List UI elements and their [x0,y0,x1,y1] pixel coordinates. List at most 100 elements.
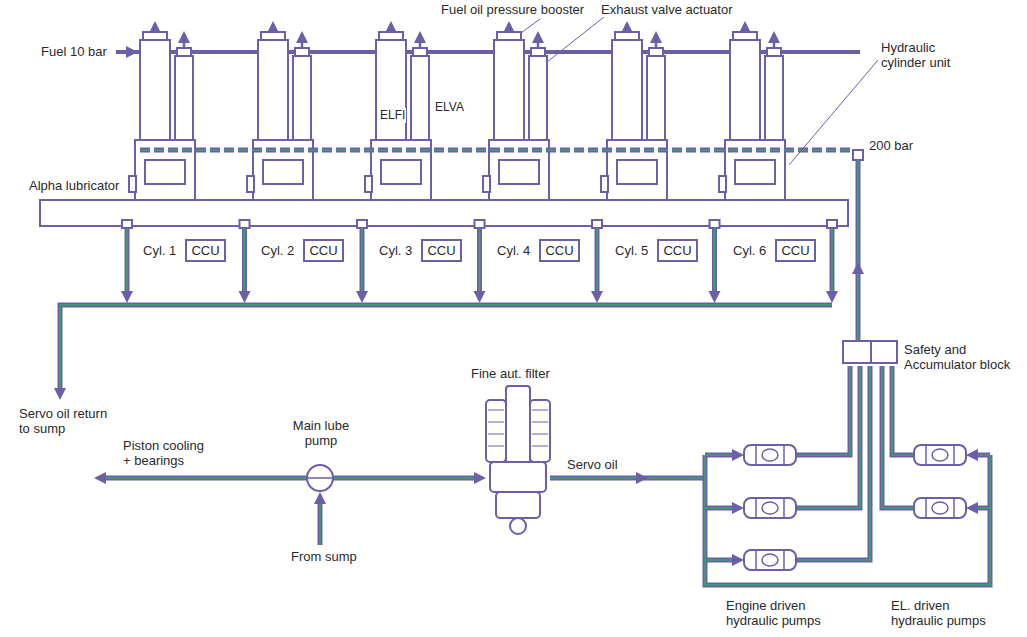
cylinder-label: Cyl. 1 [142,243,177,258]
actuator-cap [413,48,427,56]
lubricator-box [247,176,254,192]
control-unit-box: CCU [539,239,580,262]
filter-housing [496,492,540,518]
arrow-head [314,492,326,504]
oil-pipe [60,305,832,392]
oil-pipe [318,500,323,545]
oil-pipe-core [796,366,850,455]
oil-pipe-core [596,228,598,296]
arrow-head [239,291,251,303]
part-label: Exhaust valve actuator [600,2,734,17]
booster-cap [733,32,757,40]
engine-frame [40,200,848,226]
cylinder-label: Cyl. 4 [496,243,531,258]
oil-pipe-core [126,228,128,296]
drain-point [357,220,367,228]
part-label: ELVA [434,100,465,115]
part-label: Servo oil [566,457,619,472]
exhaust-actuator [175,56,193,140]
arrow-head [966,449,978,461]
pump-rib [755,445,757,465]
filter-element [488,446,504,447]
booster-cap [615,32,639,40]
oil-pipe [125,228,130,296]
arrow-head [650,31,662,43]
hydraulic-pump [744,550,796,570]
actuator-cap [767,48,781,56]
arrow-head [732,502,744,514]
valve-block [381,160,421,184]
arrow-head [474,472,486,484]
oil-pipe [242,228,247,296]
arrow-head [296,31,308,43]
oil-pipe [477,228,482,296]
lubricator-box [719,176,726,192]
lubricator-box [365,176,372,192]
arrow-head [739,21,751,33]
pump-axis [307,477,333,479]
oil-pipe-core [550,477,705,479]
exhaust-actuator [293,56,311,140]
oil-pipe [796,366,870,560]
part-label: From sump [290,549,358,564]
valve-block [145,160,185,184]
booster-cap [261,32,285,40]
oil-pipe-core [705,454,736,456]
hydraulic-pump [744,445,796,465]
arrow-head [709,291,721,303]
part-label: 200 bar [868,138,914,153]
pump-rib [783,498,785,518]
oil-pipe [882,366,914,508]
pump-rib [783,445,785,465]
block-divider [870,342,872,362]
oil-pipe-core [796,366,860,508]
oil-pipe-core [319,500,321,545]
arrow-head [54,388,66,400]
exhaust-actuator [411,56,429,140]
pump-rotor [762,554,778,566]
hydraulic-pump [914,445,966,465]
pump-rotor [932,449,948,461]
arrow-head [126,46,138,58]
leader-line [521,19,540,33]
fuel-booster [140,40,170,140]
pump-rotor [932,502,948,514]
rail-junction [853,150,863,160]
oil-pipe-core [244,228,246,296]
drain-point [475,220,485,228]
arrow-head [732,449,744,461]
drain-point [827,220,837,228]
oil-pipe-core [705,507,736,509]
drain-point [592,220,602,228]
filter-element [488,422,504,423]
part-label: Servo oil return to sump [18,406,110,436]
filter-element [488,410,504,411]
lubricator-box [129,176,136,192]
fuel-booster [258,40,288,140]
leader-line [547,17,604,62]
oil-pipe-core [857,160,859,340]
hydraulic-pump [744,498,796,518]
filter-element [532,446,548,447]
pump-rib [755,498,757,518]
exhaust-actuator [765,56,783,140]
pump-rib [953,498,955,518]
arrow-head [178,31,190,43]
actuator-cap [295,48,309,56]
filter-canister [486,400,506,462]
control-unit-box: CCU [303,239,344,262]
oil-pipe [856,160,861,340]
block-label: Safety and Accumulator block [904,342,1020,372]
oil-pipe [705,455,990,585]
control-unit-box: CCU [775,239,816,262]
filter-motor [510,518,526,534]
valve-block [499,160,539,184]
fuel-booster [376,40,406,140]
main-lube-pump [307,465,333,491]
oil-pipe-core [705,455,990,585]
part-label: Main lube pump [285,418,357,448]
oil-pipe [712,228,717,296]
part-label: Fine aut. filter [470,366,551,381]
